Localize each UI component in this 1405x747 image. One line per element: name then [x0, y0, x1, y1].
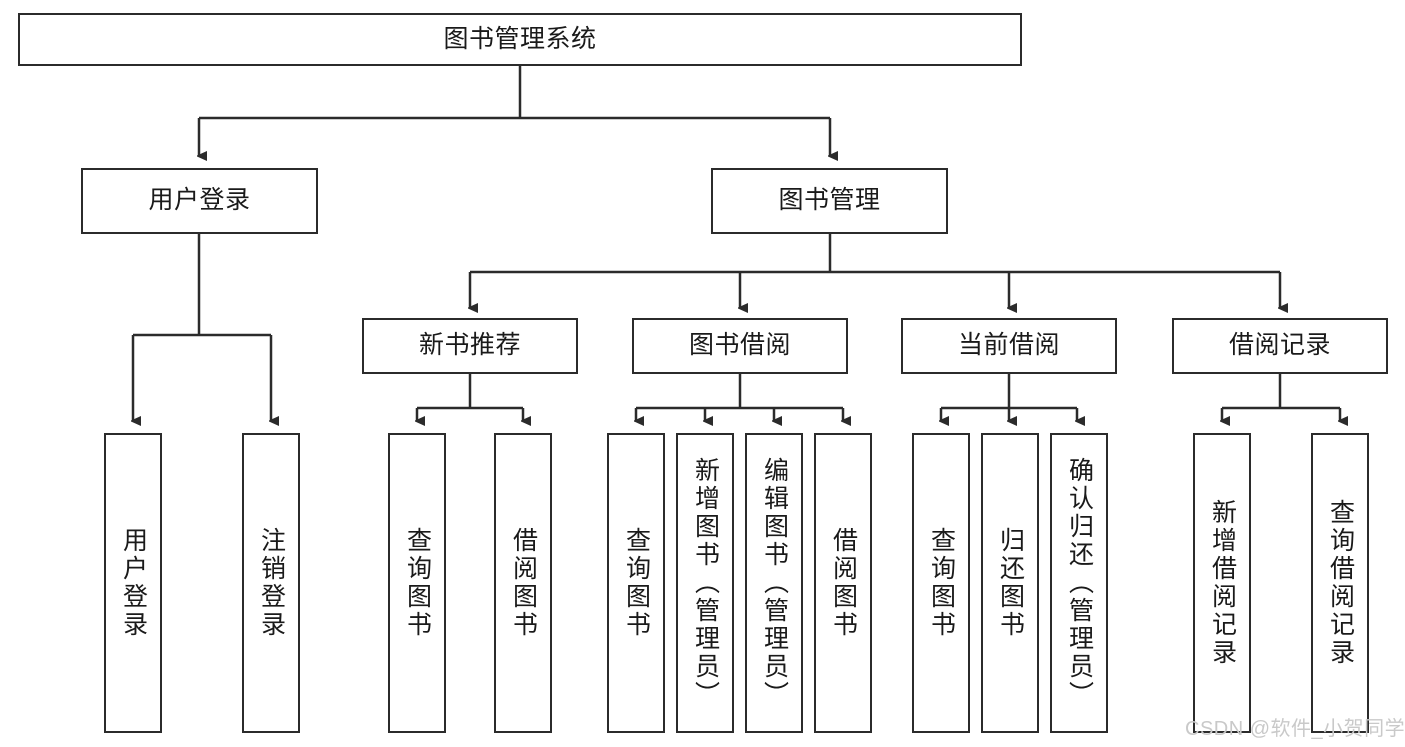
node-label: 归还图书 [996, 527, 1025, 639]
node-label: 新增图书（管理员） [691, 457, 720, 709]
leaf-current-confirm-return-admin[interactable]: 确认归还（管理员） [1050, 433, 1108, 733]
node-root-system[interactable]: 图书管理系统 [18, 13, 1022, 66]
leaf-record-add-record[interactable]: 新增借阅记录 [1193, 433, 1251, 733]
node-current-borrow[interactable]: 当前借阅 [901, 318, 1117, 374]
node-new-book-recommend[interactable]: 新书推荐 [362, 318, 578, 374]
node-book-borrow[interactable]: 图书借阅 [632, 318, 848, 374]
node-label: 查询图书 [403, 527, 432, 639]
node-label: 查询图书 [927, 527, 956, 639]
node-label: 借阅记录 [1228, 331, 1331, 360]
watermark: CSDN @软件_小贺同学 [1185, 718, 1405, 740]
node-label: 新增借阅记录 [1208, 499, 1237, 667]
leaf-borrow-add-book-admin[interactable]: 新增图书（管理员） [676, 433, 734, 733]
node-label: 借阅图书 [829, 527, 858, 639]
node-label: 借阅图书 [509, 527, 538, 639]
leaf-recommend-query-book[interactable]: 查询图书 [388, 433, 446, 733]
node-label: 当前借阅 [957, 331, 1060, 360]
node-label: 图书管理 [778, 186, 881, 215]
leaf-user-login-logout[interactable]: 注销登录 [242, 433, 300, 733]
node-book-management[interactable]: 图书管理 [711, 168, 948, 234]
node-label: 查询借阅记录 [1326, 499, 1355, 667]
leaf-current-query-book[interactable]: 查询图书 [912, 433, 970, 733]
node-label: 查询图书 [622, 527, 651, 639]
node-label: 注销登录 [257, 527, 286, 639]
leaf-user-login-login[interactable]: 用户登录 [104, 433, 162, 733]
node-label: 图书借阅 [688, 331, 791, 360]
leaf-recommend-borrow-book[interactable]: 借阅图书 [494, 433, 552, 733]
node-label: 编辑图书（管理员） [760, 457, 789, 709]
node-label: 用户登录 [148, 186, 251, 215]
leaf-borrow-borrow-book[interactable]: 借阅图书 [814, 433, 872, 733]
node-label: 用户登录 [119, 527, 148, 639]
node-borrow-record[interactable]: 借阅记录 [1172, 318, 1388, 374]
node-label: 新书推荐 [418, 331, 521, 360]
leaf-current-return-book[interactable]: 归还图书 [981, 433, 1039, 733]
node-label: 确认归还（管理员） [1065, 457, 1094, 709]
leaf-borrow-edit-book-admin[interactable]: 编辑图书（管理员） [745, 433, 803, 733]
node-user-login[interactable]: 用户登录 [81, 168, 318, 234]
node-label: 图书管理系统 [443, 24, 597, 53]
leaf-borrow-query-book[interactable]: 查询图书 [607, 433, 665, 733]
leaf-record-query-record[interactable]: 查询借阅记录 [1311, 433, 1369, 733]
